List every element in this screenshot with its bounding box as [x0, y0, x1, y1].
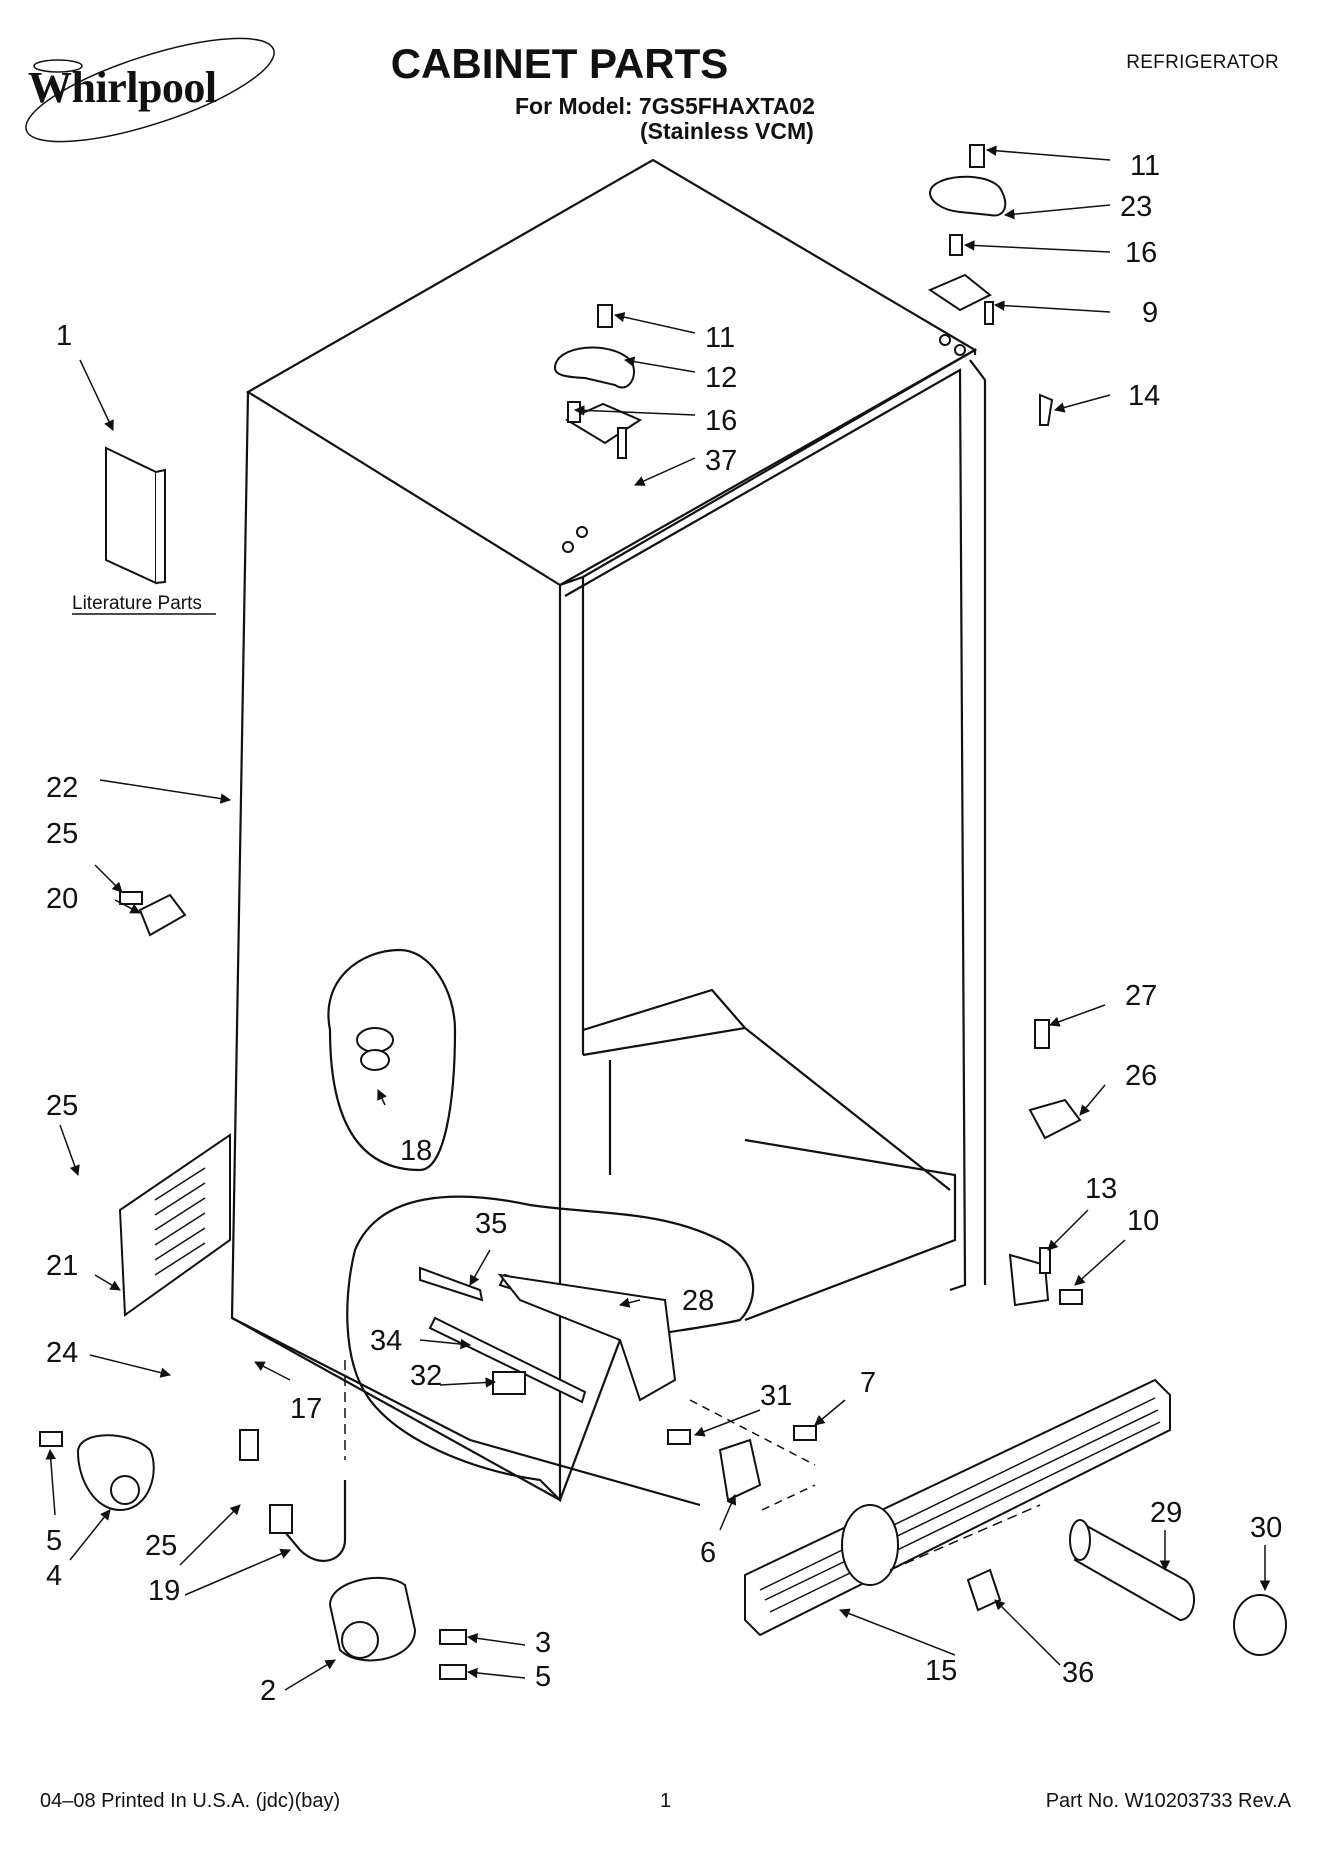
callout-16b: 16: [705, 405, 737, 437]
callout-3: 3: [535, 1627, 551, 1659]
callout-20: 20: [46, 883, 78, 915]
drain-pan-area: [327, 948, 457, 1172]
callout-22: 22: [46, 772, 78, 804]
brand-logo: Whirlpool: [28, 63, 217, 112]
callout-25c: 25: [145, 1530, 177, 1562]
callout-27: 27: [1125, 980, 1157, 1012]
callout-numbers: 1 2 3 4 5 5 6 7 9 10 11 11 12 13 14 15 1…: [46, 150, 1282, 1707]
top-hinge-right: [927, 144, 1054, 426]
drain-tube-parts: [419, 1266, 677, 1404]
callout-21: 21: [46, 1250, 78, 1282]
callout-9: 9: [1142, 297, 1158, 329]
top-hinge-left: [553, 304, 643, 553]
base-grille: [744, 1378, 1171, 1637]
machine-compartment-cutaway: [346, 1195, 755, 1502]
callout-25a: 25: [46, 818, 78, 850]
callout-26: 26: [1125, 1060, 1157, 1092]
callout-1: 1: [56, 320, 72, 352]
callout-36: 36: [1062, 1657, 1094, 1689]
page-number: 1: [660, 1790, 672, 1812]
callout-6: 6: [700, 1537, 716, 1569]
callout-17: 17: [290, 1393, 322, 1425]
model-number: For Model: 7GS5FHAXTA02: [515, 93, 815, 119]
callout-14: 14: [1128, 380, 1160, 412]
callout-4: 4: [46, 1560, 62, 1592]
callout-11b: 11: [705, 322, 735, 354]
lower-hinge: [1008, 1247, 1083, 1307]
bracket-and-screws: [667, 1399, 817, 1511]
callout-2: 2: [260, 1675, 276, 1707]
leveling-leg-bracket: [39, 1431, 155, 1512]
water-tube-assembly: [239, 1360, 347, 1562]
callout-25b: 25: [46, 1090, 78, 1122]
cabinet-body: [230, 158, 987, 1507]
callout-24: 24: [46, 1337, 78, 1369]
callout-31: 31: [760, 1380, 792, 1412]
leader-lines: [45, 145, 1271, 1691]
literature-parts-label: Literature Parts: [72, 593, 202, 614]
callout-11a: 11: [1130, 150, 1160, 182]
clip-icon: [1028, 1098, 1082, 1140]
callout-7: 7: [860, 1367, 876, 1399]
page-title: CABINET PARTS: [390, 40, 729, 87]
callout-19: 19: [148, 1575, 180, 1607]
model-variant: (Stainless VCM): [640, 118, 814, 144]
logo-swoosh-icon: [25, 37, 275, 143]
rear-grille: [118, 1133, 231, 1317]
callout-16a: 16: [1125, 237, 1157, 269]
callout-18: 18: [400, 1135, 432, 1167]
screw-icon: [1034, 1019, 1050, 1049]
literature-book-icon: [105, 446, 166, 585]
water-filter-assembly: [889, 1504, 1287, 1656]
callout-35: 35: [475, 1208, 507, 1240]
callout-13: 13: [1085, 1173, 1117, 1205]
callout-5b: 5: [535, 1661, 551, 1693]
part-number: Part No. W10203733 Rev.A: [1045, 1790, 1291, 1812]
callout-34: 34: [370, 1325, 402, 1357]
callout-28: 28: [682, 1285, 714, 1317]
callout-30: 30: [1250, 1512, 1282, 1544]
callout-29: 29: [1150, 1497, 1182, 1529]
callout-15: 15: [925, 1655, 957, 1687]
callout-5a: 5: [46, 1525, 62, 1557]
callout-37: 37: [705, 445, 737, 477]
print-info: 04–08 Printed In U.S.A. (jdc)(bay): [40, 1790, 341, 1812]
screw-icon: [119, 891, 143, 905]
product-category: REFRIGERATOR: [1126, 52, 1279, 73]
callout-23: 23: [1120, 191, 1152, 223]
clip-icon: [138, 893, 187, 937]
callout-32: 32: [410, 1360, 442, 1392]
callout-10: 10: [1127, 1205, 1159, 1237]
roller-assembly: [328, 1577, 467, 1680]
callout-12: 12: [705, 362, 737, 394]
